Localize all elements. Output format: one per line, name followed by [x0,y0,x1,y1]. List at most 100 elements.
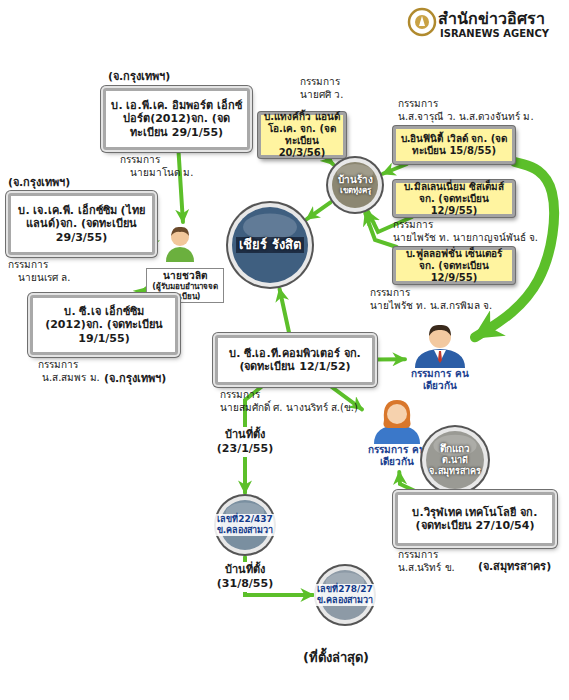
photo-circle: บ้านร้างเขตทุ่งครุ [325,155,385,215]
company-box: บ.อินฟินิตี้ เวิลด์ จก. (จดทะเบียน 15/8/… [393,126,515,164]
label-text: น.ส.นริทร์ ข. [398,562,455,574]
node-text: บ. เจ.เค.พี. เอ็กซ์ซิม (ไทยแลนด์)จก. (จด… [15,204,148,244]
label-text: กรรมการ [300,76,340,88]
label-text: (จ.กรุงเทพฯ) [108,70,170,83]
node-text: เลขที่22/437 [214,514,276,525]
label-text: กรรมการ [398,98,438,110]
circle-rim [214,494,276,556]
logo-mark [419,16,425,26]
flow-arrow [178,150,183,222]
label-text: (ที่ตั้งล่าสุด) [303,650,369,666]
circle-ring [328,158,382,212]
flow-arrow [139,288,147,295]
person-body [166,247,194,262]
node-text: ต.นาดี [442,455,468,466]
node-text: บ. เอ.พี.เค. อิมพอร์ต เอ็กซ์ปอร์ต(2012)จ… [110,99,243,139]
node-text-group: บ.มิลเลนเนี่ยม ซิสเต็มส์ จก. (จดทะเบียน … [396,183,512,214]
node-text-group: บ. ซี.เอ.ที.คอมพิวเตอร์ จก. (จดทะเบียน 1… [218,338,372,382]
label-text: กรรมการ [393,219,433,231]
label-text: นายไพรัช ท. น.ส.กรพิมล จ. [370,300,492,312]
circle-gloss [433,435,476,457]
circle-photo [426,431,484,489]
company-box: บ. ซี.เอ.ที.คอมพิวเตอร์ จก. (จดทะเบียน 1… [215,335,375,385]
flow-arrow [307,202,331,219]
edge-label: บ้านที่ตั้ง (31/8/55) [212,562,278,592]
company-box: บ.ฟูลลอฟชั่น เซ็นเตอร์ จก. (จดทะเบียน 12… [393,247,515,284]
person-hair [171,227,189,236]
node-text-group: บ.ฟูลลอฟชั่น เซ็นเตอร์ จก. (จดทะเบียน 12… [396,250,512,281]
node-text: บ.ฟูลลอฟชั่น เซ็นเตอร์ จก. (จดทะเบียน 12… [399,248,509,284]
label-text: กรรมการ [8,259,48,271]
node-text-group: บ. ซี.เจ เอ็กซ์ซิม (2012)จก. (จดทะเบียน … [33,298,175,352]
logo-ring [409,9,435,35]
node-text-group: บ. เอ.พี.เค. อิมพอร์ต เอ็กซ์ปอร์ต(2012)จ… [106,91,247,147]
label-text: นายไพรัช ท. นายกาญจน์พันธ์ จ. [393,232,538,244]
person-icon [374,400,420,444]
circle-ring [422,427,488,493]
logo-core [415,15,429,29]
node-text: จ.สมุทรสาคร [429,466,480,477]
node-text-group: เลขที่278/27ข.คลองสามวา [313,563,377,627]
flow-arrow [280,289,290,335]
node-text-group: กรรมการ คนเดียวกัน [405,368,475,392]
person-tie [438,351,442,363]
flow-arrow [329,385,362,409]
circle-rim [420,425,490,495]
label-text: (จ.สมุทรสาคร) [478,560,551,573]
circle-rim [326,156,384,214]
label-text: (จ.กรุงเทพฯ) [8,176,70,189]
person-hair [384,400,411,428]
node-text-group: บ. เจ.เค.พี. เอ็กซ์ซิม (ไทยแลนด์)จก. (จด… [11,196,152,252]
label-text: นายศศิ ว. [300,89,343,101]
label-text: กรรมการ [370,287,410,299]
edge-label: บ้านที่ตั้ง (23/1/55) [212,427,278,457]
node-text-group: บ้านร้างเขตทุ่งครุ [325,155,385,215]
node-text: บ.แทงค์กิ้ว แอนด์ โอ.เค. จก. (จดทะเบียน … [264,111,340,159]
node-text-group: เลขที่22/437ข.คลองสามวา [213,493,277,557]
node-text-group: บ.อินฟินิตี้ เวิลด์ จก. (จดทะเบียน 15/8/… [396,129,512,161]
company-box: บ. เจ.เค.พี. เอ็กซ์ซิม (ไทยแลนด์)จก. (จด… [8,193,155,255]
label-text: (จ.กรุงเทพฯ) [104,372,166,385]
label-text: นายนเรศ ล. [18,272,70,284]
node-text: ตึกแถว [440,443,470,455]
flow-arrow [146,243,155,246]
circle-ring [228,203,312,287]
person-body [415,349,465,368]
label-text: น.ส.จารุณี ว. น.ส.ดวงจันทร์ ม. [398,111,534,123]
person-head [387,404,407,424]
node-text: เชียร์ รังสิต [236,237,304,253]
node-text: บ.วิรุฬเทค เทคโนโลยี จก. (จดทะเบียน 27/1… [402,506,548,532]
photo-circle: เชียร์ รังสิต [225,200,315,290]
person-hair [429,325,451,336]
photo-circle: เลขที่22/437ข.คลองสามวา [213,493,277,557]
circle-photo [332,162,378,208]
label-text: กรรมการ [38,359,78,371]
node-text: บ. ซี.เจ เอ็กซ์ซิม (2012)จก. (จดทะเบียน … [37,305,171,345]
circle-rim [314,564,376,626]
company-box: บ. ซี.เจ เอ็กซ์ซิม (2012)จก. (จดทะเบียน … [30,295,178,355]
label-text: กรรมการ [398,549,438,561]
node-text: เลขที่278/27 [314,584,376,595]
node-text-group: บ.แทงค์กิ้ว แอนด์ โอ.เค. จก. (จดทะเบียน … [261,115,343,155]
flow-arrow [399,472,417,492]
node-text: กรรมการ คนเดียวกัน [405,368,475,392]
photo-circle: ตึกแถวต.นาดีจ.สมุทรสาคร [419,424,491,496]
person-shirt [434,350,446,362]
flow-arrow [326,158,333,164]
person-node: กรรมการ คนเดียวกัน [405,322,475,396]
node-text: บ.มิลเลนเนี่ยม ซิสเต็มส์ จก. (จดทะเบียน … [399,181,509,217]
flow-arrow [383,164,407,174]
label-text: กรรมการ [120,154,160,166]
node-text: บ. ซี.เอ.ที.คอมพิวเตอร์ จก. (จดทะเบียน 1… [222,347,368,373]
flow-arrow [375,357,405,361]
company-box: บ.วิรุฬเทค เทคโนโลยี จก. (จดทะเบียน 27/1… [395,492,555,546]
company-box: บ.มิลเลนเนี่ยม ซิสเต็มส์ จก. (จดทะเบียน … [393,180,515,217]
node-text-group: ตึกแถวต.นาดีจ.สมุทรสาคร [419,424,491,496]
circle-photo [232,207,308,283]
flow-arrow [365,213,396,247]
node-text: บ.อินฟินิตี้ เวิลด์ จก. (จดทะเบียน 15/8/… [399,133,509,157]
node-text: เขตทุ่งครุ [340,186,371,196]
circle-rim [226,201,314,289]
curved-arrow [475,162,554,337]
